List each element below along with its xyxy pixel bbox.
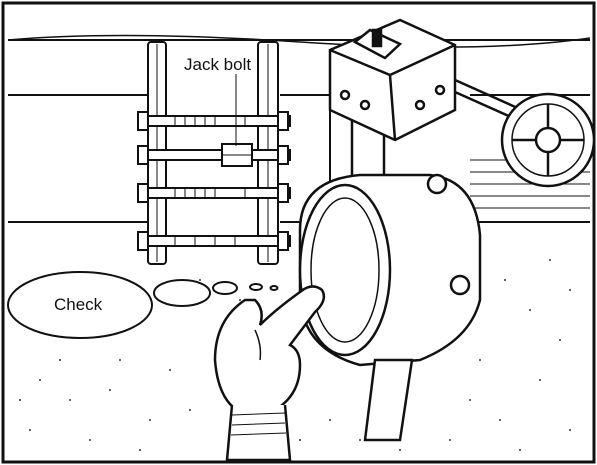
butterfly-valve-icon [300,20,540,440]
frame-border [3,3,594,462]
jack-bolt-label: Jack bolt [182,56,253,73]
pointing-hand-icon [215,286,324,460]
handwheel-icon [502,94,594,186]
check-label: Check [54,296,102,313]
